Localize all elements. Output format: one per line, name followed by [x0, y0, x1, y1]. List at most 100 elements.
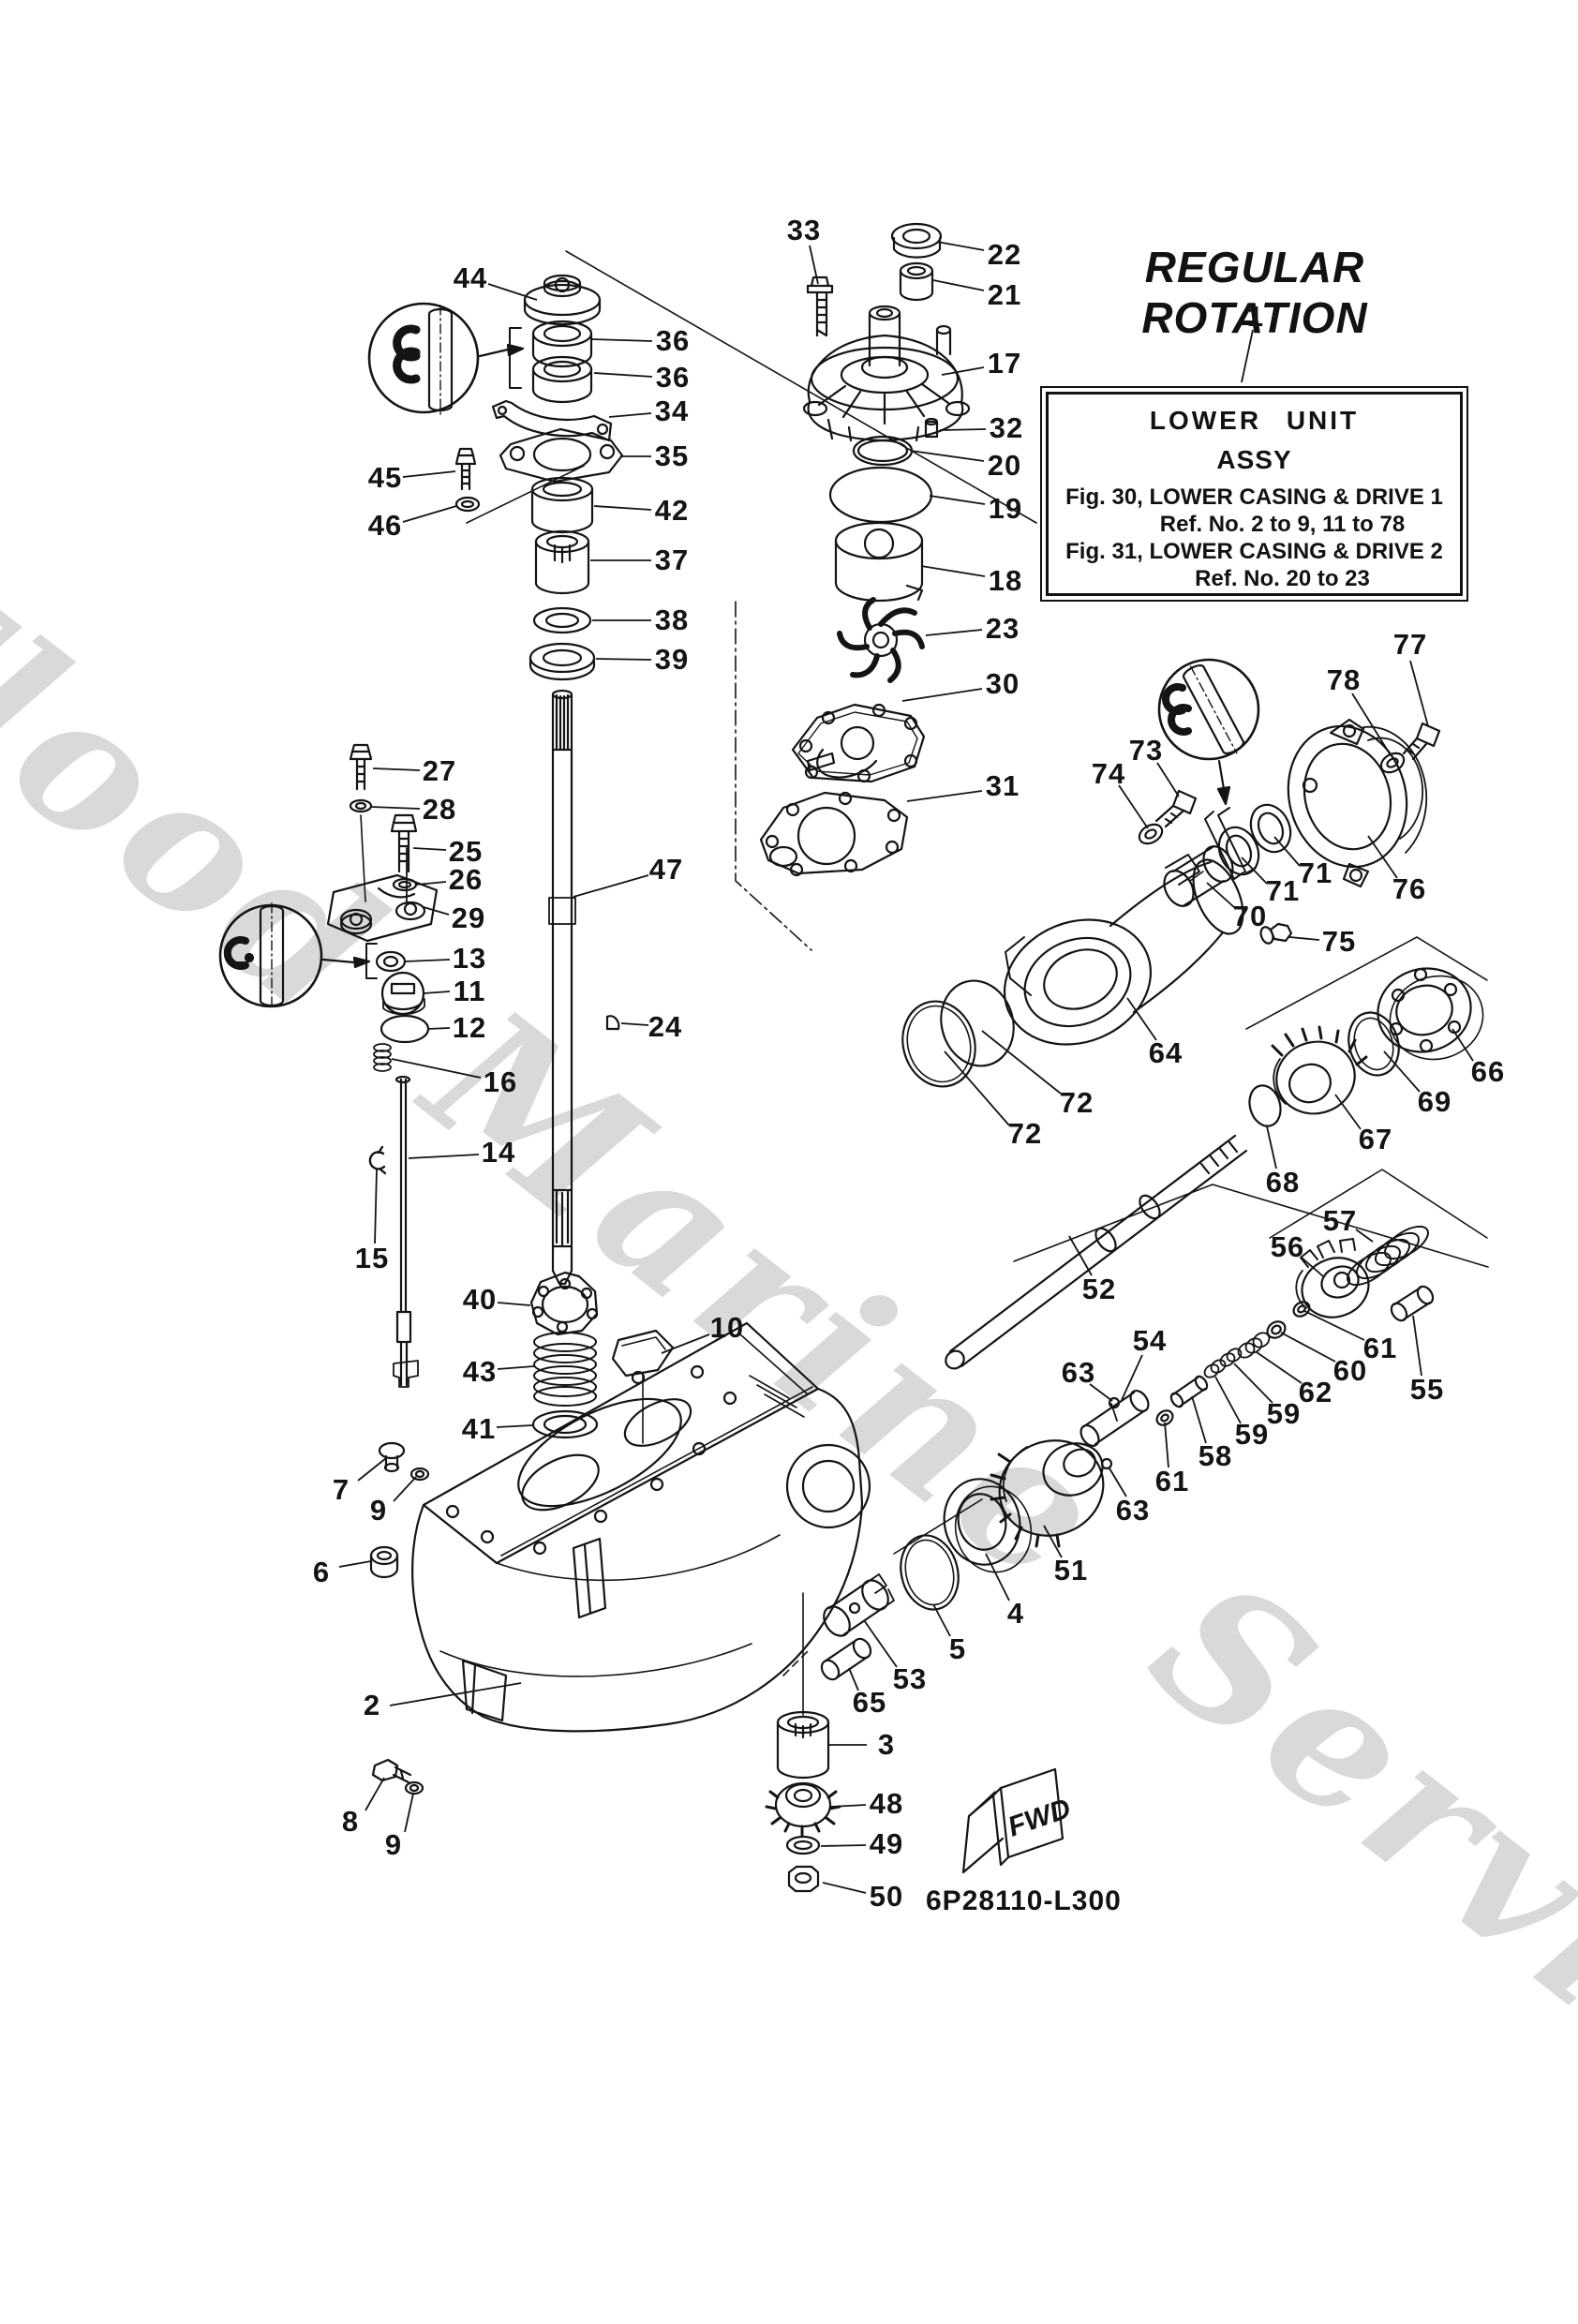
- leader-line-13: [404, 959, 451, 962]
- callout-label-24: 24: [648, 1010, 683, 1043]
- part-22-seal: [890, 222, 943, 259]
- leader-line-24: [620, 1022, 649, 1026]
- callout-label-22: 22: [987, 238, 1022, 271]
- part-47-driveshaft: [548, 689, 576, 1286]
- part-50-nut: [787, 1865, 820, 1893]
- callout-label-11: 11: [453, 975, 486, 1007]
- callout-label-18: 18: [988, 564, 1023, 597]
- callout-label-9: 9: [369, 1494, 388, 1527]
- part-53-clutch-dog: [823, 1573, 895, 1637]
- callout-label-36: 36: [655, 361, 691, 394]
- callout-label-12: 12: [452, 1011, 487, 1044]
- assembly-info-box: LOWER UNIT ASSY Fig. 30, LOWER CASING & …: [1040, 386, 1468, 602]
- callout-label-55: 55: [1409, 1373, 1445, 1406]
- callout-label-15: 15: [354, 1242, 390, 1274]
- leader-line-46: [402, 505, 457, 523]
- leader-line-56: [1301, 1257, 1324, 1277]
- leader-line-69: [1383, 1050, 1421, 1093]
- callout-label-69: 69: [1417, 1085, 1452, 1118]
- leader-line-63: [1109, 1467, 1127, 1497]
- leader-line-75: [1288, 936, 1320, 941]
- callout-label-52: 52: [1081, 1273, 1117, 1305]
- callout-label-10: 10: [709, 1311, 745, 1344]
- leader-line-27: [372, 767, 421, 771]
- part-11-shift-cam: [380, 971, 425, 1016]
- part-3-bearing-sleeve: [776, 1592, 830, 1780]
- leader-line-50: [822, 1882, 867, 1894]
- leader-line-70: [1206, 882, 1236, 909]
- callout-label-9: 9: [384, 1828, 403, 1861]
- part-45-bolt: [454, 447, 477, 491]
- leader-line-7: [357, 1457, 387, 1482]
- part-35-retainer-plate: [466, 427, 624, 524]
- info-box-fig30-ref: Ref. No. 2 to 9, 11 to 78: [1159, 512, 1406, 537]
- callout-label-62: 62: [1298, 1376, 1333, 1408]
- leader-line-52: [1068, 1235, 1093, 1276]
- callout-label-57: 57: [1322, 1204, 1358, 1237]
- callout-label-47: 47: [648, 853, 684, 886]
- part-72-orings: [901, 979, 1015, 1088]
- leader-line-12: [426, 1027, 451, 1030]
- callout-label-30: 30: [985, 667, 1020, 700]
- part-23-impeller: [837, 597, 925, 683]
- callout-label-39: 39: [654, 643, 690, 676]
- callout-label-74: 74: [1091, 757, 1126, 790]
- part-18-insert-cartridge: [834, 521, 924, 603]
- callout-label-36: 36: [655, 324, 691, 357]
- part-76-cover-cap: [1287, 718, 1428, 888]
- detail-circle-mid-left: [218, 902, 371, 1009]
- callout-label-65: 65: [852, 1686, 887, 1719]
- leader-line-61: [1303, 1310, 1365, 1341]
- callout-label-32: 32: [989, 411, 1024, 444]
- leader-line-34: [608, 412, 652, 418]
- callout-label-73: 73: [1128, 734, 1164, 767]
- part-25-bolt: [390, 813, 418, 873]
- leader-line-28: [370, 806, 421, 810]
- callout-label-66: 66: [1470, 1055, 1506, 1088]
- leader-line-53: [863, 1619, 898, 1668]
- leader-line-74: [1118, 784, 1149, 829]
- part-44-seal-housing: [523, 274, 602, 326]
- part-73-bolt: [1154, 789, 1198, 828]
- callout-label-61: 61: [1154, 1465, 1190, 1497]
- callout-label-14: 14: [481, 1136, 516, 1169]
- part-52-propeller-shaft: [945, 1134, 1248, 1370]
- callout-label-78: 78: [1326, 663, 1362, 696]
- leader-line-36: [593, 372, 653, 378]
- callout-label-46: 46: [367, 509, 403, 542]
- callout-label-64: 64: [1148, 1036, 1184, 1069]
- part-33-bolt: [806, 276, 834, 337]
- leader-line-57: [1355, 1229, 1374, 1243]
- callout-label-21: 21: [987, 278, 1022, 311]
- callout-label-13: 13: [452, 942, 487, 975]
- callout-label-1: 1: [1246, 300, 1265, 333]
- callout-label-28: 28: [422, 793, 457, 826]
- callout-label-8: 8: [341, 1805, 360, 1838]
- leader-line-59: [1233, 1363, 1273, 1404]
- leader-line-9: [393, 1476, 417, 1502]
- leader-line-72: [944, 1050, 1010, 1126]
- part-65-pin: [820, 1637, 872, 1681]
- leader-line-1: [1241, 329, 1254, 383]
- part-9-washers: [404, 1467, 430, 1795]
- part-31-gasket: [759, 791, 909, 877]
- leader-line-29: [423, 906, 450, 916]
- part-27-bolt: [349, 743, 373, 902]
- leader-line-73: [1156, 762, 1180, 797]
- part-41-washer: [531, 1409, 599, 1439]
- callout-label-27: 27: [422, 754, 457, 787]
- part-48-pinion-gear: [765, 1781, 841, 1837]
- callout-label-7: 7: [332, 1473, 350, 1506]
- part-68-oring: [1248, 1084, 1282, 1127]
- callout-label-31: 31: [985, 769, 1020, 802]
- detail-circle-right: [1157, 658, 1260, 874]
- callout-label-37: 37: [654, 544, 690, 576]
- leader-line-23: [925, 629, 983, 636]
- callout-label-68: 68: [1265, 1166, 1301, 1199]
- leader-line-42: [593, 505, 652, 511]
- part-17-water-pump-housing: [802, 305, 971, 442]
- part-56-clutch: [1295, 1238, 1370, 1318]
